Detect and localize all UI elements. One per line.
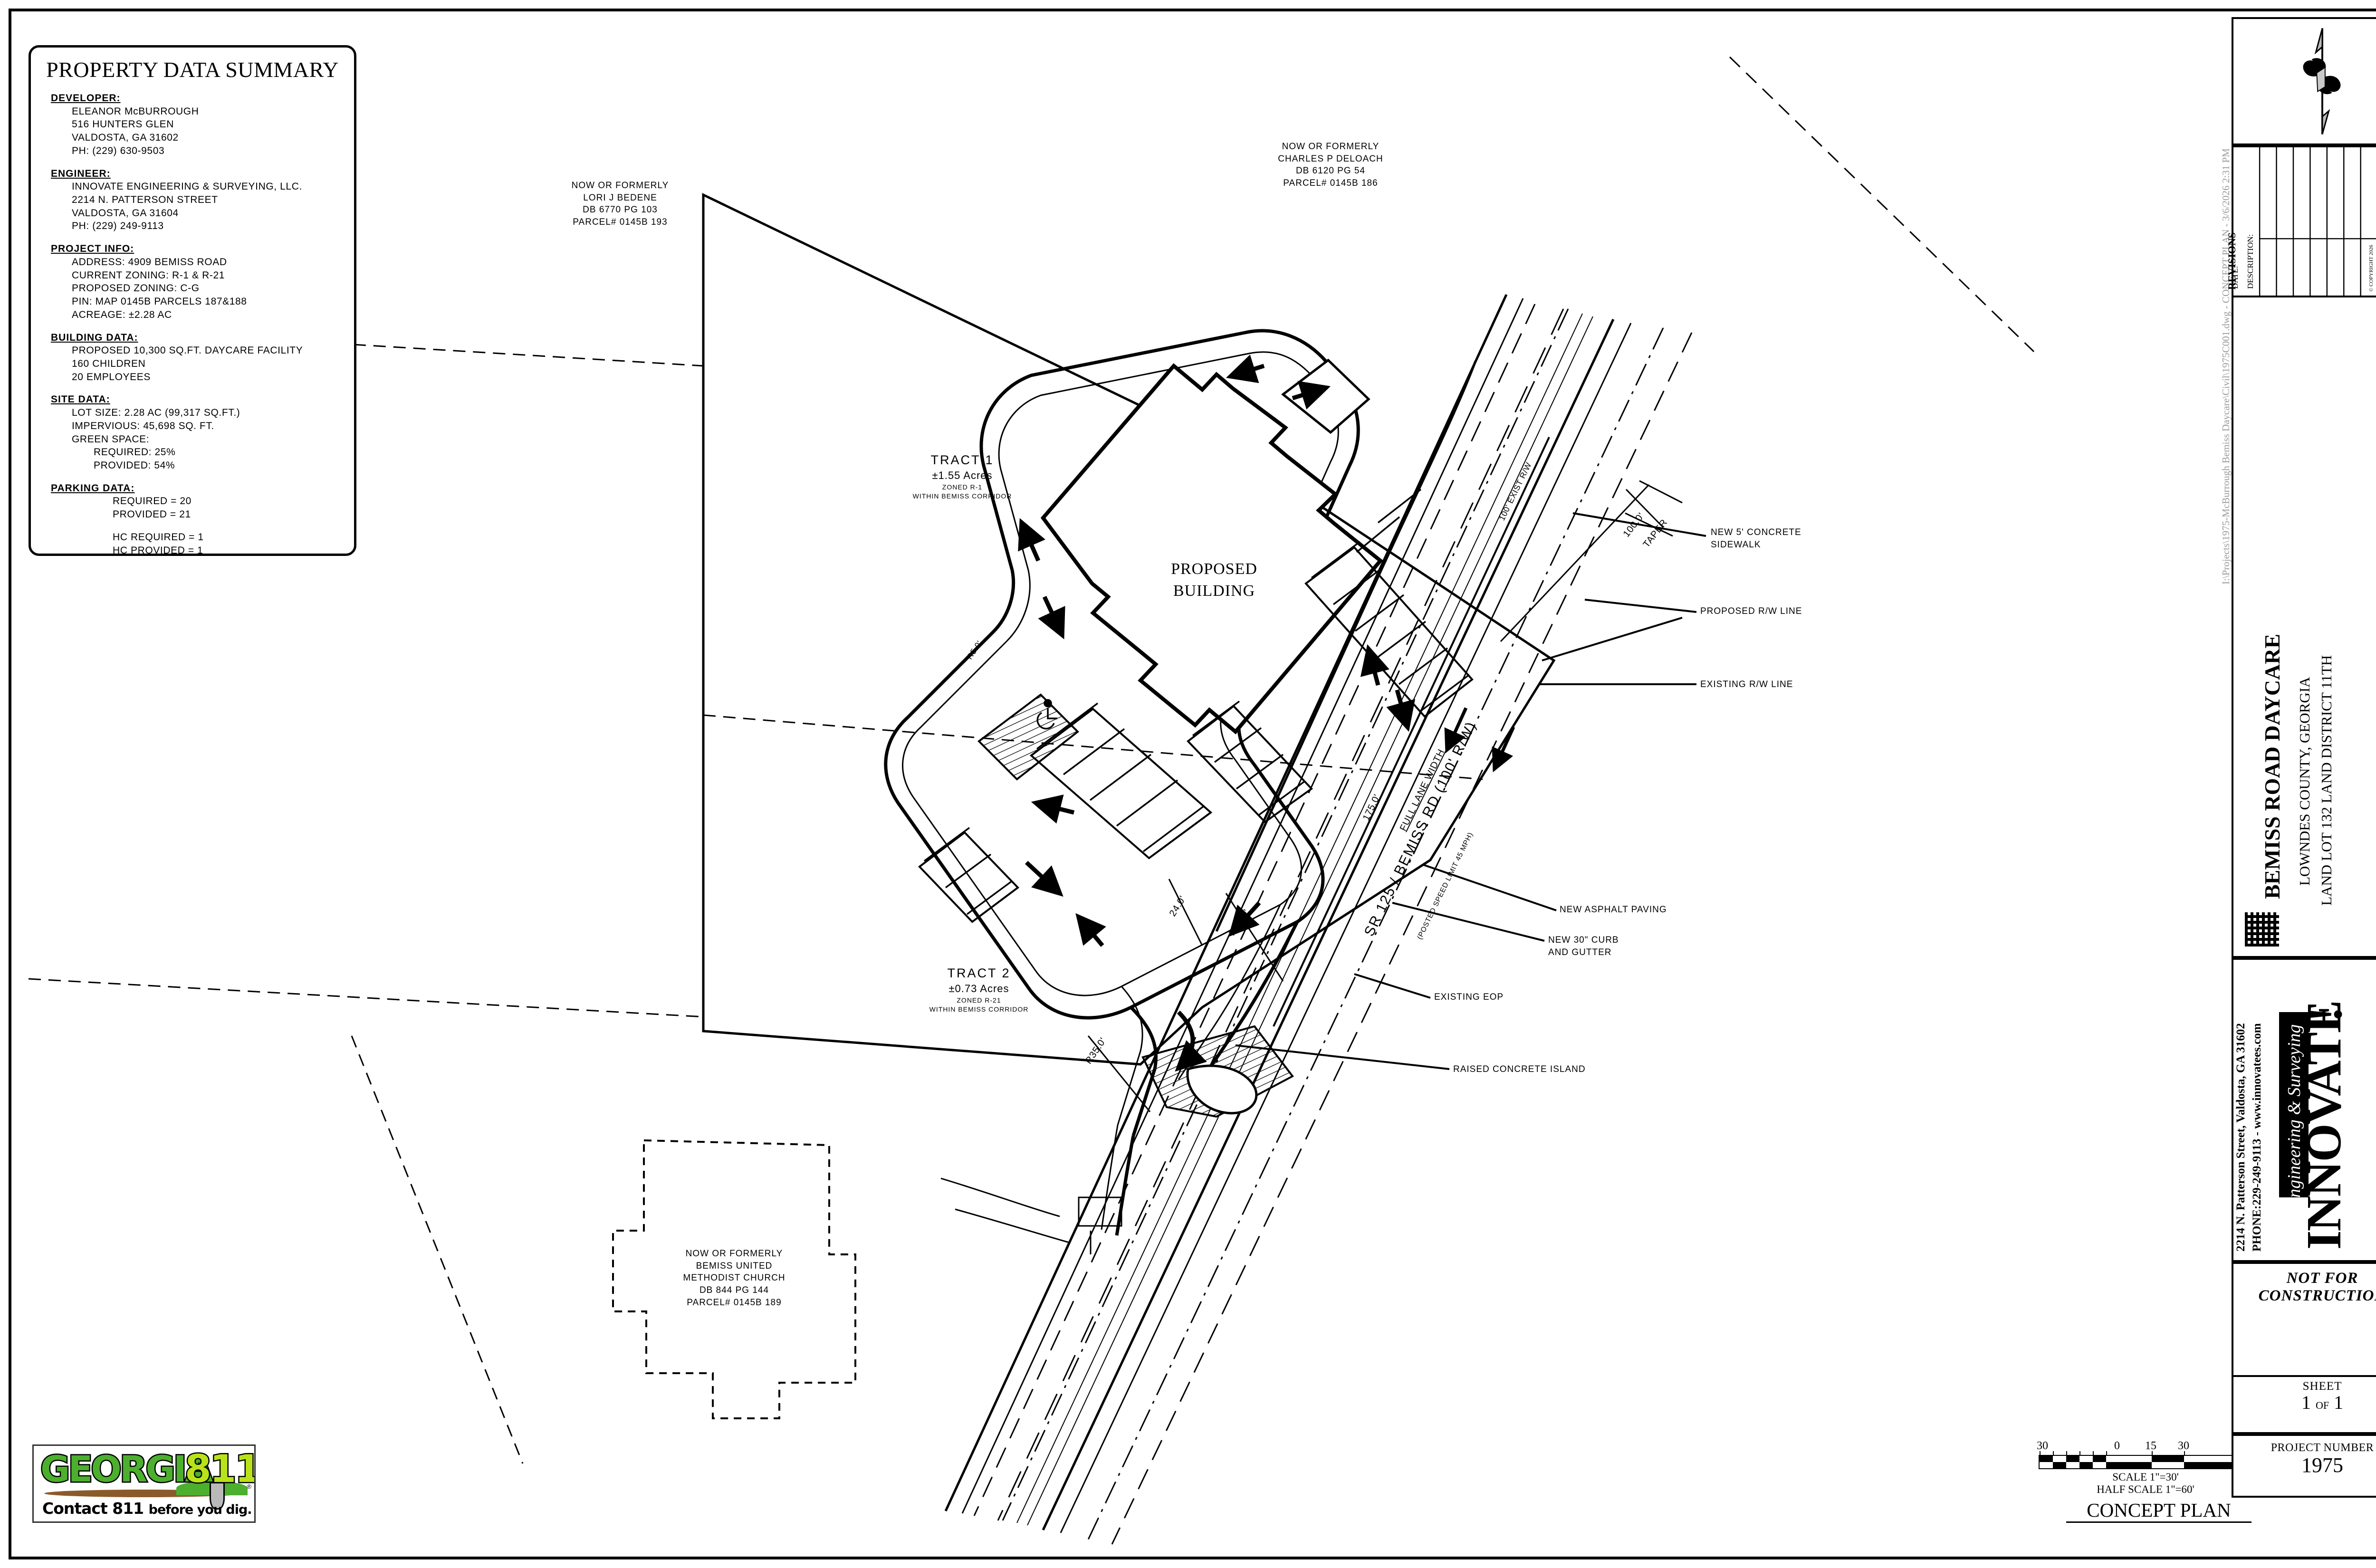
callout-new-curb-gutter: NEW 30" CURB AND GUTTER	[1548, 935, 1619, 957]
revisions-col-date: DATE:	[2231, 266, 2240, 289]
project-land-lot: LAND LOT 132 LAND DISTRICT 11TH	[2318, 655, 2335, 906]
scale-tick-3: 30	[2178, 1440, 2189, 1452]
georgia-811-tagline: Contact 811 before you dig.	[42, 1499, 252, 1518]
project-number-label: PROJECT NUMBER	[2271, 1442, 2374, 1454]
callout-existing-rw-line: EXISTING R/W LINE	[1700, 679, 1793, 689]
project-title: BEMISS ROAD DAYCARE	[2260, 633, 2284, 899]
callout-proposed-rw-line: PROPOSED R/W LINE	[1700, 606, 1802, 616]
adjacent-parcel-label-bedene: NOW OR FORMERLY LORI J BEDENE DB 6770 PG…	[571, 181, 669, 227]
proposed-building-label: PROPOSED BUILDING	[1171, 560, 1257, 600]
revisions-grid	[2259, 147, 2376, 296]
project-number-cell: PROJECT NUMBER 1975	[2232, 1434, 2376, 1498]
plan-title: CONCEPT PLAN	[2066, 1499, 2251, 1523]
project-number-value: 1975	[2301, 1453, 2343, 1477]
firm-logo-cell: INNOVATE ! Engineering & Surveying PHONE…	[2232, 958, 2376, 1262]
revisions-col-description: DESCRIPTION:	[2246, 234, 2255, 289]
tract-2-label: TRACT 2 ±0.73 Acres ZONED R-21 WITHIN BE…	[929, 966, 1029, 1013]
callout-raised-concrete-island: RAISED CONCRETE ISLAND	[1453, 1064, 1586, 1074]
not-for-construction-line2: CONSTRUCTION	[2258, 1287, 2376, 1304]
sheet-label: SHEET	[2302, 1380, 2342, 1393]
shovel-icon	[210, 1482, 225, 1510]
sheet-num: 1	[2301, 1392, 2311, 1413]
property-data-summary-title: PROPERTY DATA SUMMARY	[46, 57, 339, 82]
callout-new-sidewalk: NEW 5' CONCRETE SIDEWALK	[1711, 527, 1801, 550]
sheet-border	[9, 9, 2376, 1559]
sheet-number-value: 1 OF 1	[2233, 1393, 2376, 1412]
scale-tick-1: 0	[2114, 1440, 2120, 1452]
project-county: LOWNDES COUNTY, GEORGIA	[2296, 677, 2313, 886]
scale-tick-0: 30	[2037, 1440, 2048, 1452]
georgia-811-word: GEORGIA	[39, 1447, 214, 1492]
site-plan-drawing	[28, 56, 2035, 1545]
copyright-line-1: © COPYRIGHT 2026	[2368, 245, 2374, 292]
scale-tick-2: 15	[2145, 1440, 2156, 1452]
tract-1-label: TRACT 1 ±1.55 Acres ZONED R-1 WITHIN BEM…	[912, 453, 1012, 500]
north-arrow-icon	[2303, 28, 2341, 134]
firm-tagline: Engineering & Surveying	[2284, 1024, 2304, 1209]
firm-tagline-band	[2279, 1012, 2309, 1197]
half-scale-caption: HALF SCALE 1"=60'	[2097, 1483, 2194, 1495]
adjacent-parcel-label-deloach: NOW OR FORMERLY CHARLES P DELOACH DB 612…	[1278, 142, 1383, 188]
firm-address: 2214 N. Patterson Street, Valdosta, GA 3…	[2234, 1023, 2247, 1252]
pds-section-developer: DEVELOPER: ELEANOR McBURROUGH 516 HUNTER…	[51, 93, 199, 156]
tagline-bold: Contact 811	[42, 1499, 144, 1518]
georgia-811-number: 811	[184, 1446, 256, 1492]
sheet-number-cell: SHEET 1 OF 1	[2232, 1375, 2376, 1434]
registered-mark: ®	[247, 1483, 251, 1490]
project-title-cell: BEMISS ROAD DAYCARE LOWNDES COUNTY, GEOR…	[2232, 297, 2376, 958]
property-data-summary-box: PROPERTY DATA SUMMARY DEVELOPER: ELEANOR…	[29, 45, 356, 556]
firm-contact: PHONE:229-249-9113 - www.innovatees.com	[2251, 1023, 2263, 1252]
pds-section-site-data: SITE DATA: LOT SIZE: 2.28 AC (99,317 SQ.…	[51, 394, 240, 471]
pds-section-building-data: BUILDING DATA: PROPOSED 10,300 SQ.FT. DA…	[51, 332, 303, 382]
north-arrow-cell	[2232, 17, 2376, 145]
tagline-rest: before you dig.	[148, 1502, 252, 1517]
callout-new-asphalt-paving: NEW ASPHALT PAVING	[1560, 905, 1667, 915]
not-for-construction-line1: NOT FOR	[2286, 1270, 2358, 1287]
pds-section-project-info: PROJECT INFO: ADDRESS: 4909 BEMISS ROAD …	[51, 243, 247, 320]
revisions-table: REVISIONS DATE: DESCRIPTION: © COPYRIGHT…	[2226, 145, 2376, 297]
pds-section-parking-data: PARKING DATA: REQUIRED = 20 PROVIDED = 2…	[51, 482, 204, 556]
sheet-of: OF	[2315, 1399, 2329, 1411]
sheet-total: 1	[2334, 1392, 2344, 1413]
adjacent-parcel-label-church: NOW OR FORMERLY BEMISS UNITED METHODIST …	[683, 1249, 786, 1308]
title-block: REVISIONS DATE: DESCRIPTION: © COPYRIGHT…	[2200, 9, 2376, 1559]
pds-section-engineer: ENGINEER: INNOVATE ENGINEERING & SURVEYI…	[51, 168, 302, 232]
qr-code-icon	[2244, 911, 2280, 947]
georgia-811-logo: GEORGIA 811 ® Contact 811 before you dig…	[32, 1444, 256, 1523]
callout-existing-eop: EXISTING EOP	[1434, 992, 1504, 1002]
scale-caption: SCALE 1"=30'	[2112, 1471, 2179, 1483]
